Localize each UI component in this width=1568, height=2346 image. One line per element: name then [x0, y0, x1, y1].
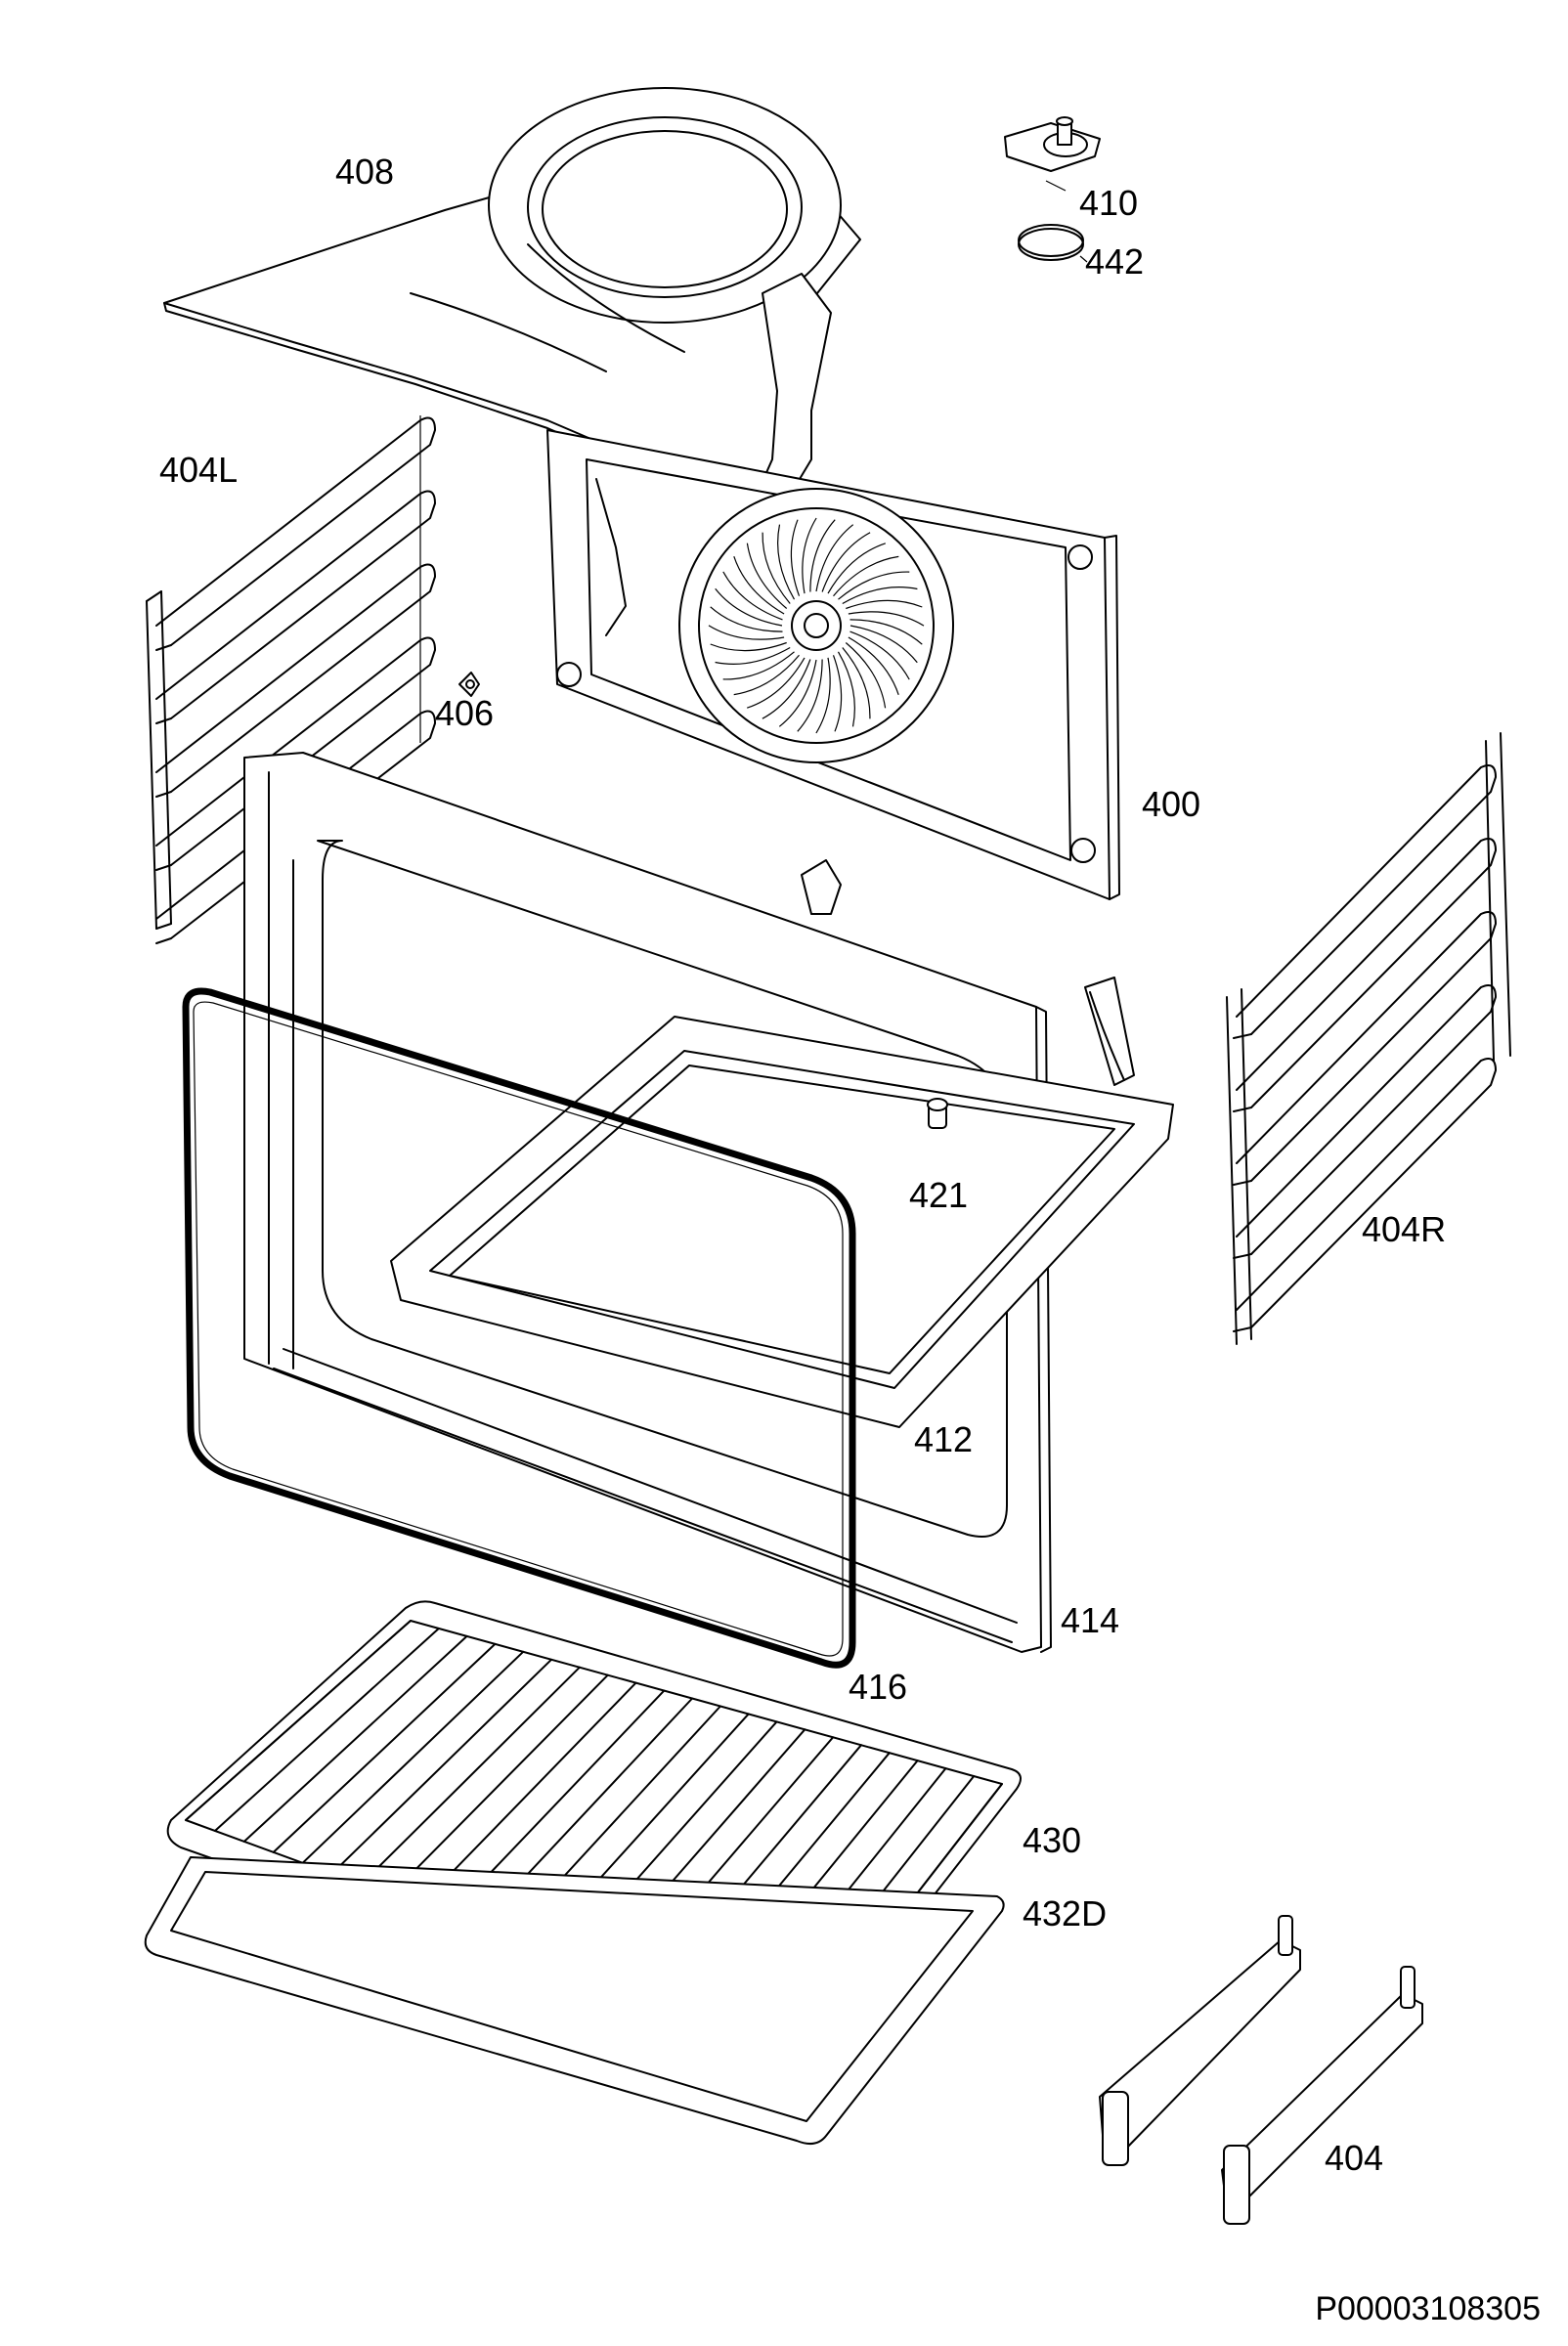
right-rail: [1236, 1058, 1497, 1328]
fan-slot: [809, 519, 836, 592]
part-421-connector: [927, 1098, 948, 1129]
fan-slot: [733, 654, 800, 696]
fan-slot: [849, 625, 918, 664]
label-408: 408: [335, 152, 395, 192]
label-421: 421: [909, 1175, 969, 1215]
part-412-floor-frame: [390, 977, 1174, 1428]
grid-bar: [242, 1634, 468, 1843]
part-400-rear-panel: [546, 429, 1120, 900]
fan-slot: [797, 659, 823, 732]
fan-slot: [827, 543, 886, 594]
grid-bar: [301, 1650, 525, 1864]
left-rail: [155, 490, 436, 719]
fan-slot: [778, 659, 817, 727]
label-404: 404: [1325, 2138, 1384, 2178]
right-rail-tab: [1233, 1107, 1252, 1112]
leader-lines: [1045, 180, 1088, 263]
fan-slot: [715, 646, 791, 665]
fan-slot: [710, 641, 787, 652]
right-rail-tab: [1233, 1253, 1252, 1259]
fan-slot: [733, 556, 785, 615]
fan-slot: [722, 571, 783, 621]
left-rail-tab: [155, 644, 172, 651]
part-442-disc: [1018, 224, 1084, 261]
fan-slot: [849, 619, 923, 645]
part-404R-right-shelf-support: [1226, 732, 1511, 1345]
label-412: 412: [914, 1419, 974, 1459]
left-rail-tab: [155, 791, 172, 798]
fan-slot: [746, 543, 788, 609]
part-432D-tray: [144, 1856, 1005, 2146]
grid-bar: [360, 1666, 581, 1886]
right-rail-tab: [1233, 1033, 1252, 1039]
grid-bar: [330, 1658, 552, 1875]
part-416-door-seal: [182, 987, 856, 1669]
right-rail: [1236, 911, 1497, 1182]
label-404R: 404R: [1362, 1209, 1447, 1249]
fan-slot: [747, 657, 806, 709]
fan-grille-slots: [708, 517, 925, 734]
left-rail: [155, 416, 436, 646]
fan-slot: [722, 651, 795, 680]
grid-bar: [213, 1628, 440, 1832]
left-rail-tab: [155, 864, 172, 871]
grid-bar: [185, 1620, 412, 1821]
label-404L: 404L: [159, 450, 239, 490]
fan-slot: [848, 611, 925, 627]
right-rail: [1236, 838, 1497, 1108]
fan-slot: [842, 647, 871, 719]
right-rail-tab: [1233, 1326, 1252, 1332]
right-rail: [1236, 764, 1497, 1035]
fan-slot: [838, 571, 910, 600]
left-rail-tab: [155, 937, 172, 944]
part-408-fan-cover: [163, 87, 861, 511]
fan-slot: [777, 524, 796, 600]
fan-slot: [815, 657, 831, 734]
fan-slot: [802, 517, 817, 594]
fan-slot: [848, 636, 899, 695]
grid-bar: [389, 1673, 609, 1896]
fan-slot: [846, 599, 923, 610]
fan-slot: [833, 555, 899, 597]
fan-slot: [815, 524, 854, 592]
left-rail: [155, 563, 436, 793]
label-410: 410: [1079, 183, 1139, 223]
drawing-code: P00003108305: [1315, 2290, 1541, 2327]
label-432D: 432D: [1023, 1893, 1108, 1933]
label-406: 406: [435, 693, 495, 733]
fan-slot: [849, 630, 910, 680]
left-rail: [155, 636, 436, 866]
grid-bar: [272, 1642, 497, 1853]
right-rail: [1236, 984, 1497, 1255]
left-rail: [155, 710, 436, 939]
fan-slot: [845, 642, 887, 709]
right-rail-tab: [1233, 1180, 1252, 1186]
label-416: 416: [849, 1667, 908, 1707]
label-430: 430: [1023, 1820, 1082, 1860]
grid-bar: [418, 1681, 637, 1907]
fan-slot: [715, 587, 783, 627]
label-414: 414: [1061, 1600, 1120, 1640]
part-404L-left-shelf-support: [146, 415, 436, 944]
left-rail-tab: [155, 717, 172, 724]
part-406-clip: [458, 672, 480, 697]
fan-slot: [842, 586, 918, 605]
fan-slot: [762, 532, 791, 604]
label-442: 442: [1085, 241, 1145, 282]
part-410-motor-mount: [1004, 116, 1101, 172]
fan-slot: [708, 625, 785, 640]
label-400: 400: [1142, 784, 1201, 824]
fan-slot: [710, 606, 783, 632]
fan-slot: [821, 532, 871, 592]
fan-slot: [790, 519, 801, 596]
fan-slot: [837, 651, 855, 727]
fan-slot: [832, 655, 843, 732]
fan-slot: [762, 659, 811, 719]
part-404-telescopic-runners: [1099, 1915, 1423, 2225]
